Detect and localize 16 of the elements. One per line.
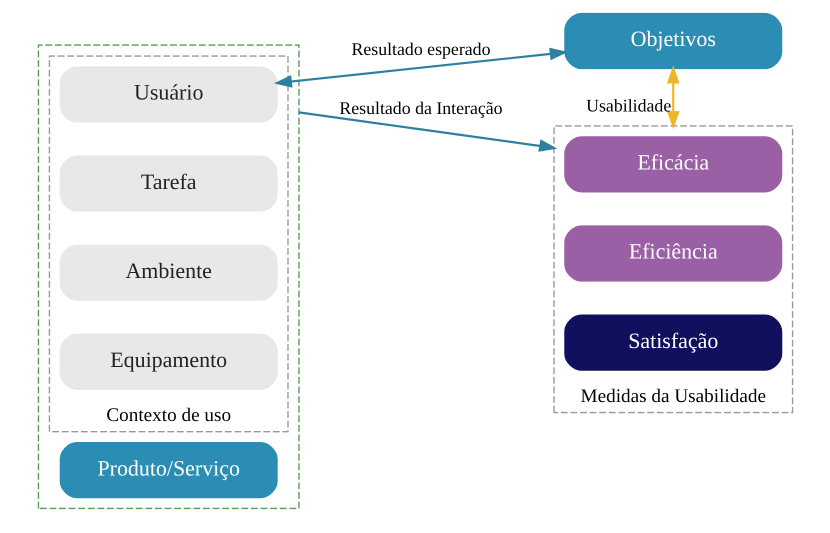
node-box: Usuário <box>59 66 278 123</box>
edge-label: Resultado esperado <box>350 39 490 60</box>
arrow <box>666 65 680 130</box>
arrow <box>273 48 568 88</box>
edge-label: Resultado da Interação <box>338 98 502 118</box>
node-box: Eficácia <box>564 136 782 192</box>
cluster <box>37 44 300 510</box>
edge-label: Usabilidade <box>586 95 671 116</box>
node-box: Ambiente <box>59 244 278 301</box>
node-box: Satisfação <box>564 314 782 371</box>
node-box: Equipamento <box>59 334 278 390</box>
node-box: Tarefa <box>59 155 278 212</box>
node-box: Eficiência <box>564 225 782 282</box>
node-box: Produto/Serviço <box>59 442 278 498</box>
arrow <box>298 111 557 152</box>
node-box: Objetivos <box>564 12 782 70</box>
